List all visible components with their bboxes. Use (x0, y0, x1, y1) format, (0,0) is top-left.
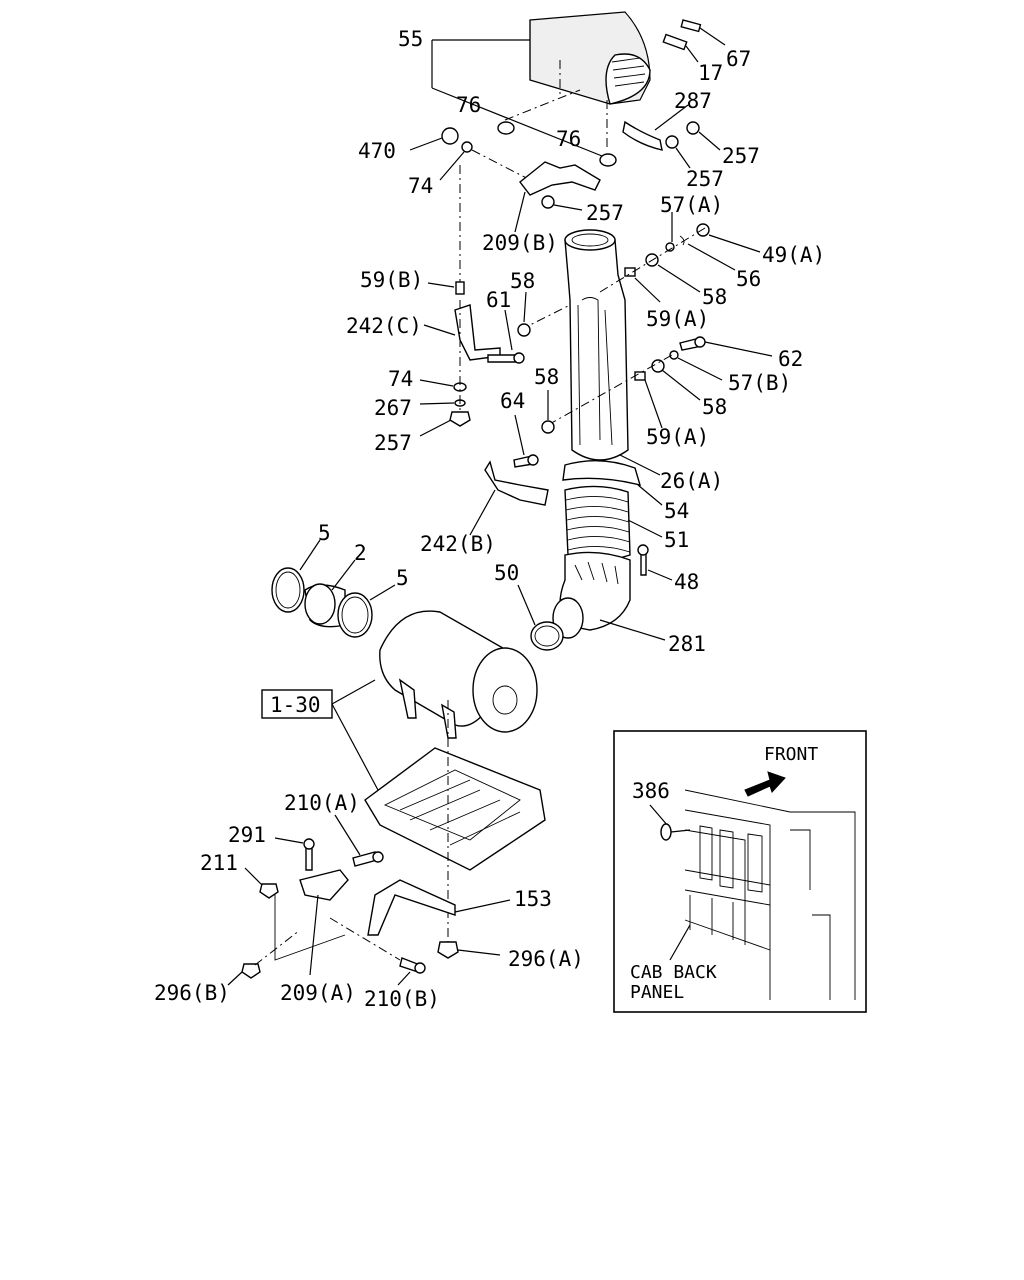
nut-icon (517, 323, 531, 337)
callout-49a: 49(A) (762, 243, 825, 267)
front-arrow-icon (744, 771, 786, 797)
bracket-242c (454, 304, 501, 361)
callout-257: 257 (586, 201, 624, 225)
callout-17: 17 (698, 61, 723, 85)
callout-257: 257 (374, 431, 412, 455)
callout-61: 61 (486, 288, 511, 312)
screw-386-icon (660, 823, 672, 841)
callout-1-30: 1-30 (270, 693, 321, 717)
spacer-icon (624, 267, 636, 277)
callout-470: 470 (358, 139, 396, 163)
bellows-51 (564, 485, 631, 561)
callout-26a: 26(A) (660, 469, 723, 493)
callout-74: 74 (408, 174, 433, 198)
bracket-242b (484, 460, 549, 506)
cap-470-icon (441, 127, 459, 145)
spacer-icon (634, 371, 646, 381)
ref-box-1-30 (261, 689, 333, 719)
callout-209a: 209(A) (280, 981, 356, 1005)
bracket-209b (519, 161, 601, 196)
spacer-59b (455, 281, 465, 295)
inset-cab-label-line2: PANEL (630, 982, 684, 1003)
callout-257: 257 (722, 144, 760, 168)
bracket-209a (299, 869, 349, 901)
callout-51: 51 (664, 528, 689, 552)
callout-56: 56 (736, 267, 761, 291)
callout-210a: 210(A) (284, 791, 360, 815)
callout-58: 58 (702, 285, 727, 309)
callout-287: 287 (674, 89, 712, 113)
callout-5: 5 (396, 566, 409, 590)
callout-267: 267 (374, 396, 412, 420)
nut-icon (696, 223, 710, 237)
grommet-icon (497, 121, 515, 135)
callout-210b: 210(B) (364, 987, 440, 1011)
callout-211: 211 (200, 851, 238, 875)
intake-cap-part (529, 11, 651, 105)
callout-291: 291 (228, 823, 266, 847)
grommet-icon (599, 153, 617, 167)
callout-59b: 59(B) (360, 268, 423, 292)
bolt-61-icon (487, 354, 516, 363)
callout-62: 62 (778, 347, 803, 371)
callout-153: 153 (514, 887, 552, 911)
callout-57b: 57(B) (728, 371, 791, 395)
washer-icon (665, 242, 675, 252)
bracket-287 (622, 120, 663, 151)
callout-58: 58 (702, 395, 727, 419)
intake-duct-part (564, 229, 629, 461)
washer-icon (669, 350, 679, 360)
inset-cab-label-line1: CAB BACK (630, 962, 717, 983)
callout-55: 55 (398, 27, 423, 51)
nut-296b-icon (241, 963, 261, 979)
nut-icon (665, 135, 679, 149)
support-frame (364, 747, 546, 871)
callout-48: 48 (674, 570, 699, 594)
callout-50: 50 (494, 561, 519, 585)
nut-icon (541, 195, 555, 209)
callout-59a: 59(A) (646, 307, 709, 331)
nut-icon (686, 121, 700, 135)
inset-front-label: FRONT (764, 744, 818, 765)
nut-296a-icon (437, 941, 459, 959)
callout-386: 386 (632, 779, 670, 803)
callout-296a: 296(A) (508, 947, 584, 971)
callout-242b: 242(B) (420, 532, 496, 556)
callout-257: 257 (686, 167, 724, 191)
clamp-54 (562, 459, 642, 486)
callout-67: 67 (726, 47, 751, 71)
nut-icon (449, 411, 471, 427)
callout-296b: 296(B) (154, 981, 230, 1005)
callout-57a: 57(A) (660, 193, 723, 217)
bracket-153 (367, 879, 456, 936)
lock-washer-icon (679, 235, 685, 246)
air-cleaner-part (379, 610, 538, 739)
callout-59a: 59(A) (646, 425, 709, 449)
callout-5: 5 (318, 521, 331, 545)
callout-58: 58 (534, 365, 559, 389)
washer-icon (461, 141, 473, 153)
nut-211-icon (259, 883, 279, 899)
callout-2: 2 (354, 541, 367, 565)
decal-part-17 (662, 33, 688, 51)
callout-labels: 55 67 17 76 76 287 470 74 257 257 257 20… (154, 27, 825, 1011)
inset-cab-back-panel: FRONT 386 CAB BACK PANEL (613, 730, 867, 1013)
callout-54: 54 (664, 499, 689, 523)
decal-part-67 (680, 19, 702, 33)
callout-74: 74 (388, 367, 413, 391)
nut-icon (541, 420, 555, 434)
callout-281: 281 (668, 632, 706, 656)
hose-and-clamps (271, 567, 373, 638)
callout-76: 76 (456, 93, 481, 117)
callout-58: 58 (510, 269, 535, 293)
callout-76: 76 (556, 127, 581, 151)
callout-64: 64 (500, 389, 525, 413)
callout-209b: 209(B) (482, 231, 558, 255)
callout-242c: 242(C) (346, 314, 422, 338)
